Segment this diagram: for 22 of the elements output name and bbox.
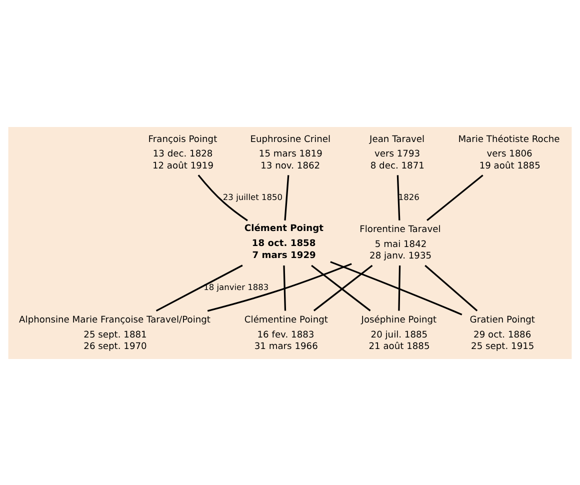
node-text: Jean Taravel vers 1793 8 dec. 1871 — [370, 134, 425, 171]
connector — [424, 264, 478, 311]
connector — [284, 174, 290, 220]
node-text: Clément Poingt 18 oct. 1858 7 mars 1929 — [244, 224, 324, 260]
node-text: Florentine Taravel 5 mai 1842 28 janv. 1935 — [360, 224, 441, 262]
connector — [396, 174, 400, 220]
edge-label: 23 juillet 1850 — [222, 191, 282, 202]
node-text: Alphonsine Marie Françoise Taravel/Poingt 25 sept. 1881 26 sept. 1970 — [19, 314, 210, 352]
node-text: Clémentine Poingt 16 fev. 1883 31 mars 1966 — [244, 314, 328, 352]
node-text: Gratien Poingt 29 oct. 1886 25 sept. 1915 — [470, 314, 535, 352]
node-text: Joséphine Poingt 20 juil. 1885 21 août 1885 — [361, 314, 437, 352]
connector — [426, 174, 484, 221]
connector — [330, 260, 462, 315]
connector — [156, 264, 243, 312]
connector — [283, 265, 286, 310]
connector — [398, 265, 401, 310]
node-text: François Poingt 13 dec. 1828 12 août 1919 — [148, 134, 218, 171]
connector — [207, 262, 352, 312]
node-text: Euphrosine Crinel 15 mars 1819 13 nov. 1862 — [250, 134, 331, 171]
connector — [198, 174, 248, 221]
edge-label: 1826 — [398, 191, 420, 202]
node-text: Marie Théotiste Roche vers 1806 19 août 1885 — [458, 134, 560, 171]
